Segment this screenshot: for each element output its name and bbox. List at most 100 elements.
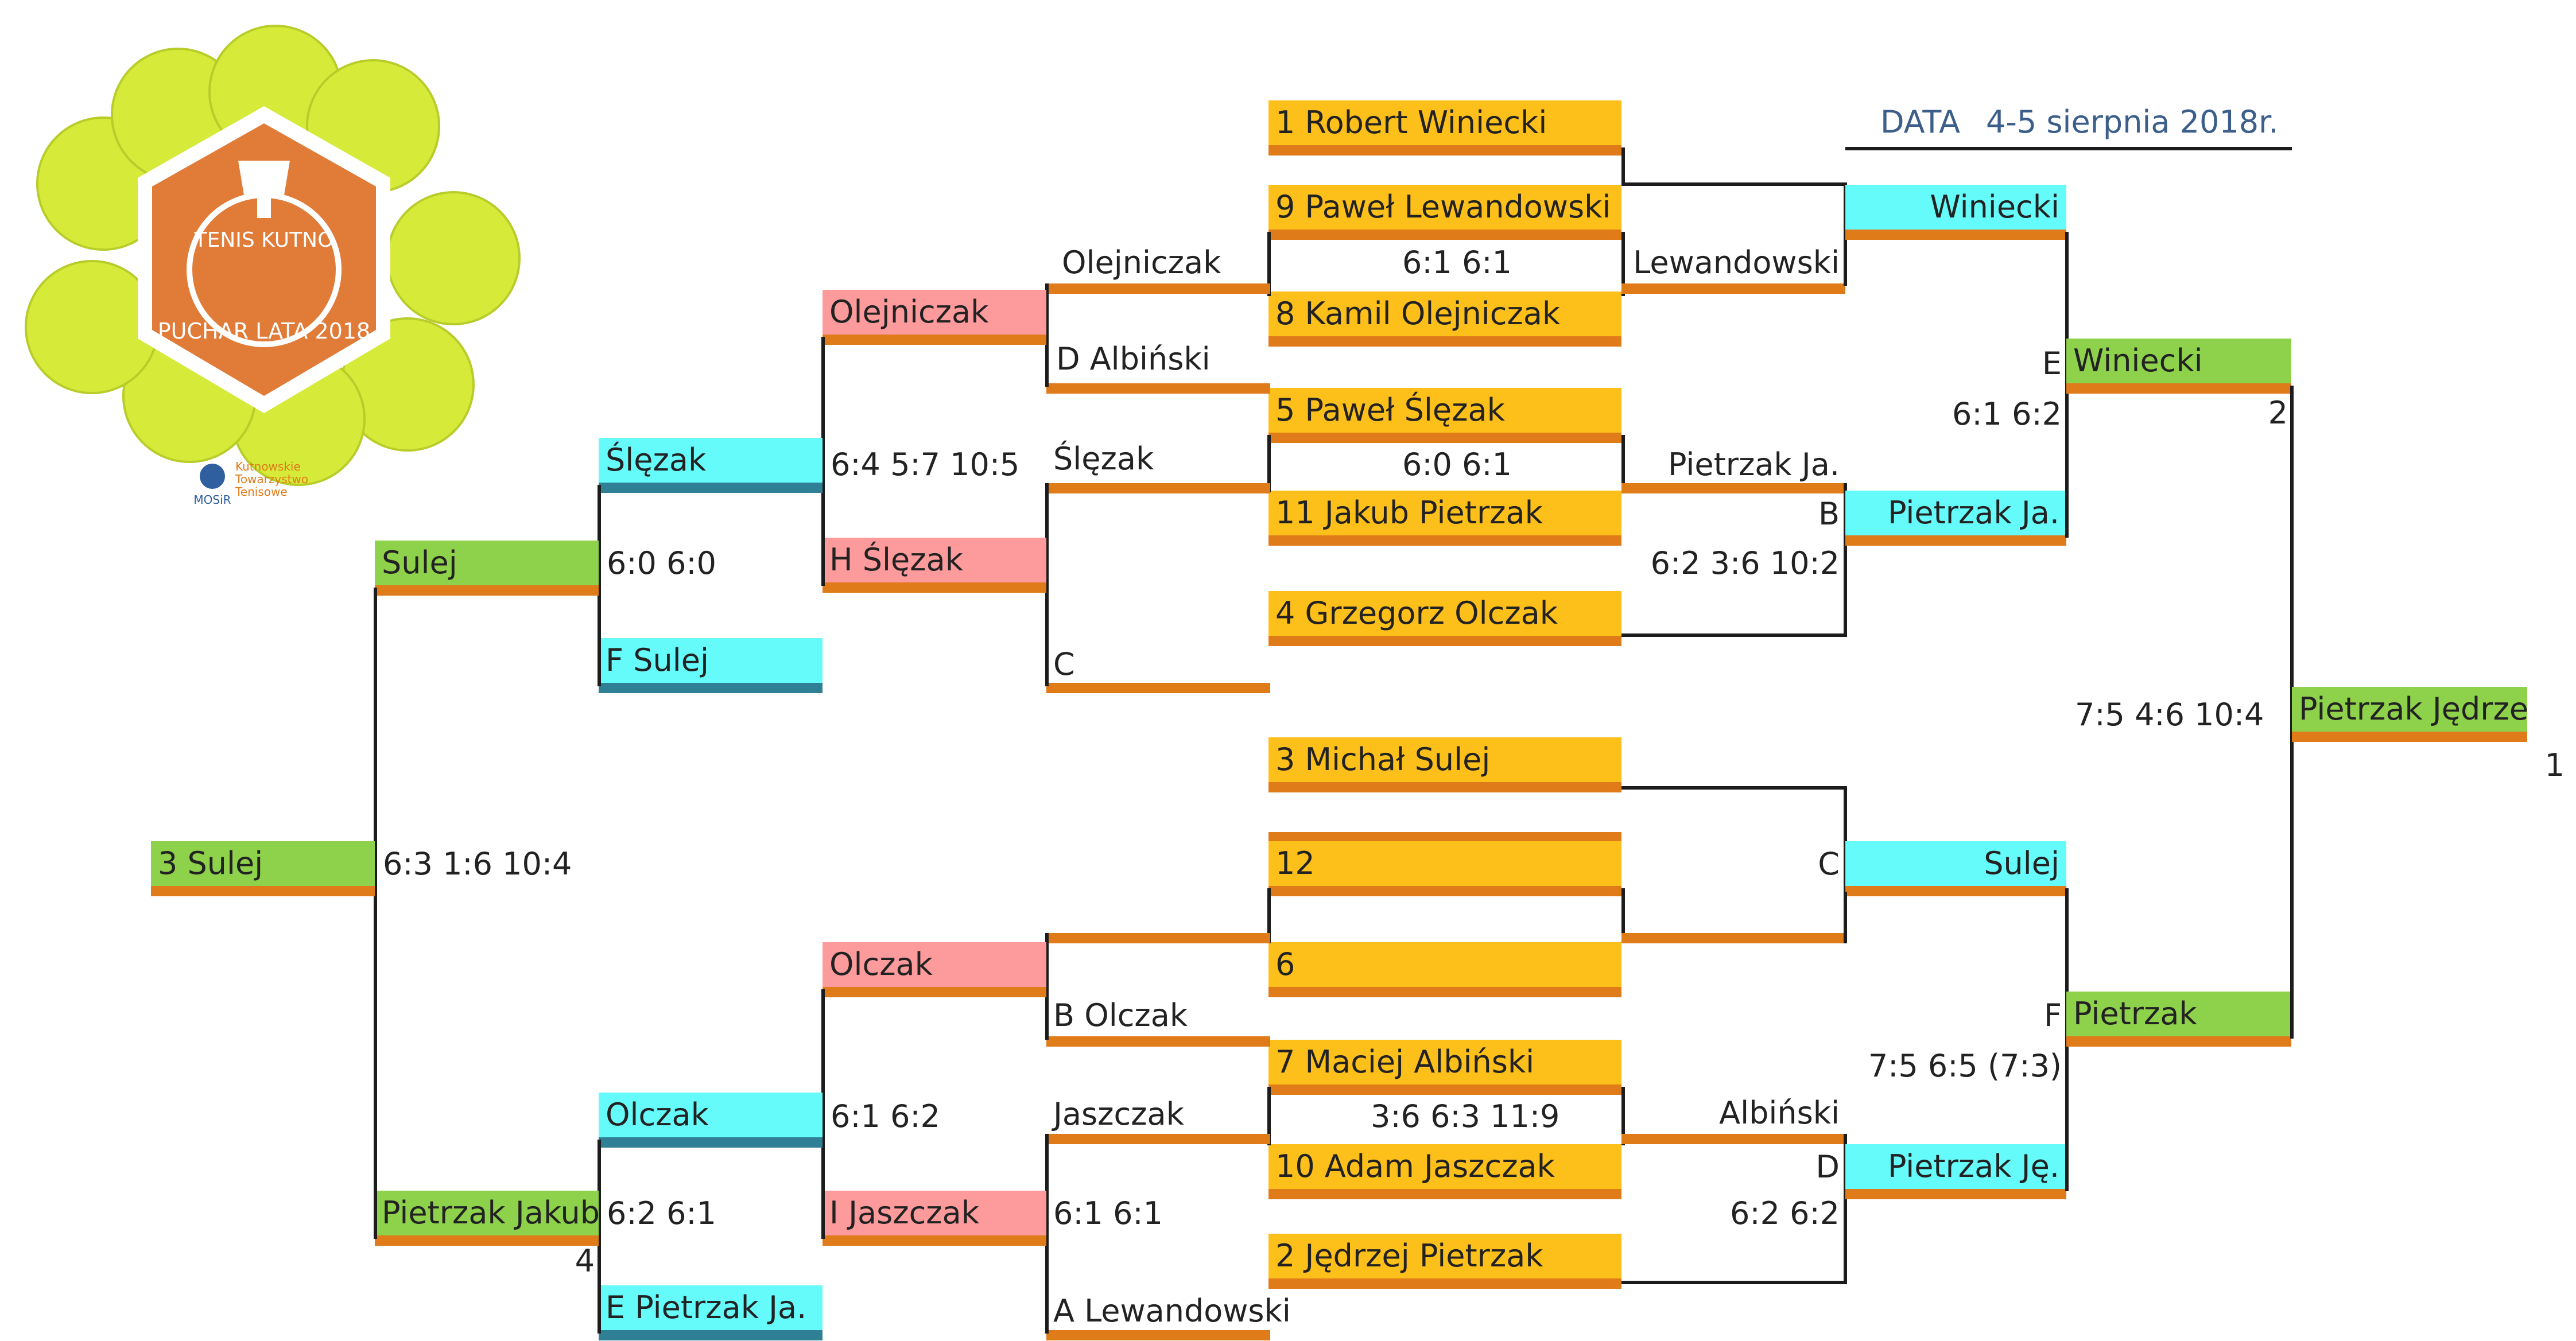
connector — [1045, 283, 1049, 387]
cons-jaszczak-line — [1046, 1134, 1270, 1144]
place-3-box: 3 Sulej — [151, 841, 375, 886]
logo-org2: Kutnowskie — [235, 460, 301, 473]
label-d: D — [1815, 1149, 1840, 1185]
logo-org1: MOSiR — [193, 493, 231, 507]
r2-pietrzak-je-box: Pietrzak Ję. — [1845, 1144, 2066, 1189]
score-b: 6:2 3:6 10:2 — [1650, 545, 1840, 581]
place-1: 1 — [2544, 747, 2565, 783]
connector — [1621, 786, 1845, 790]
connector — [1621, 1281, 1845, 1284]
cons3-f-sulej-underline — [599, 683, 823, 693]
seed-3-underline — [1268, 782, 1621, 792]
seed-6-box: 6 — [1268, 942, 1621, 987]
connector — [1621, 147, 1625, 184]
cons2-score-bot: 6:1 6:2 — [831, 1098, 940, 1134]
connector — [1844, 786, 1847, 892]
connector — [1267, 888, 1271, 943]
final-score: 7:5 4:6 10:4 — [2075, 697, 2264, 733]
seed-12-top-stripe — [1268, 832, 1621, 841]
cons4-pietrzak-jakub-underline — [375, 1235, 599, 1246]
cons3-e-pietrzak-underline — [599, 1330, 823, 1340]
score-f: 7:5 6:5 (7:3) — [1868, 1048, 2062, 1084]
seed-9-box: 9 Paweł Lewandowski — [1268, 185, 1621, 230]
cons3-score-bot: 6:2 6:1 — [607, 1195, 716, 1231]
r2-winner-lewandowski: Lewandowski — [1633, 244, 1840, 281]
r2-winiecki-underline — [1845, 230, 2066, 240]
r2-pietrzak-je-underline — [1845, 1189, 2066, 1199]
cons4-sulej-underline — [375, 585, 599, 596]
connector — [1844, 483, 1847, 637]
cons-d-albinski: D Albiński — [1056, 341, 1211, 377]
connector — [1621, 1087, 1625, 1145]
seed-6-underline — [1268, 987, 1621, 997]
cons2-olczak-box: Olczak — [823, 942, 1046, 987]
cons2-h-slezak-box: H Ślęzak — [823, 538, 1046, 582]
cons-c-line — [1046, 683, 1270, 693]
cons-a-lewandowski-line — [1046, 1330, 1270, 1340]
logo-org4: Tenisowe — [235, 485, 288, 499]
r2-winner-albinski: Albiński — [1719, 1095, 1840, 1131]
connector — [821, 337, 825, 586]
r2-sulej-underline — [1845, 886, 2066, 896]
r2-pietrzak-ja-box: Pietrzak Ja. — [1845, 491, 2066, 535]
connector — [1045, 1134, 1049, 1334]
cons3-olczak-box: Olczak — [599, 1093, 823, 1137]
connector — [1045, 933, 1049, 1040]
seed-10-underline — [1268, 1189, 1621, 1199]
cons2-score-top: 6:4 5:7 10:5 — [831, 446, 1020, 483]
place-3-underline — [151, 886, 375, 896]
seed-5-box: 5 Paweł Ślęzak — [1268, 388, 1621, 433]
seed-11-underline — [1268, 535, 1621, 546]
cons3-e-pietrzak-box: E Pietrzak Ja. — [599, 1285, 823, 1330]
date-value: 4-5 sierpnia 2018r. — [1986, 104, 2279, 140]
logo-line1: TENIS KUTNO — [194, 228, 334, 252]
r2-winner-pietrzak-ja: Pietrzak Ja. — [1667, 446, 1840, 483]
cons3-olczak-underline — [599, 1137, 823, 1148]
date-label: DATA — [1880, 104, 1961, 140]
seed-11-box: 11 Jakub Pietrzak — [1268, 491, 1621, 535]
cons-b-olczak-line — [1046, 1036, 1270, 1047]
seed-1-box: 1 Robert Winiecki — [1268, 100, 1621, 145]
seed-4-underline — [1268, 636, 1621, 646]
cons3-score-top: 6:0 6:0 — [607, 545, 716, 581]
seed-5-underline — [1268, 433, 1621, 443]
label-e: E — [2042, 345, 2062, 382]
seed-1-underline — [1268, 145, 1621, 156]
cons2-olejniczak-box: Olejniczak — [823, 290, 1046, 335]
r3-winiecki-underline — [2066, 383, 2291, 394]
cons4-sulej-box: Sulej — [375, 541, 599, 585]
cons-slezak-line — [1046, 483, 1270, 493]
seed-8-box: 8 Kamil Olejniczak — [1268, 291, 1621, 336]
score-5-11: 6:0 6:1 — [1402, 446, 1512, 483]
cons-d-albinski-line — [1046, 383, 1270, 394]
cons-b-olczak: B Olczak — [1053, 997, 1188, 1033]
cons-a-lewandowski: A Lewandowski — [1053, 1293, 1291, 1329]
cons-olczak-line — [1046, 933, 1270, 943]
r2-lewandowski-line — [1621, 283, 1845, 294]
r2-sulej-box: Sulej — [1845, 841, 2066, 886]
seed-2-box: 2 Jędrzej Pietrzak — [1268, 1234, 1621, 1278]
final-winner-box: Pietrzak Jędrzej — [2292, 687, 2527, 732]
connector — [1267, 232, 1271, 296]
seed-4-box: 4 Grzegorz Olczak — [1268, 591, 1621, 636]
seed-10-box: 10 Adam Jaszczak — [1268, 1144, 1621, 1189]
connector — [1621, 435, 1625, 492]
seed-9-underline — [1268, 230, 1621, 240]
cons3-slezak-box: Ślęzak — [599, 438, 823, 483]
cons-olejniczak-line — [1046, 283, 1270, 294]
cons-jaszczak: Jaszczak — [1053, 1096, 1184, 1132]
seed-7-box: 7 Maciej Albiński — [1268, 1040, 1621, 1085]
seed-2-underline — [1268, 1278, 1621, 1289]
connector — [1621, 633, 1845, 637]
logo-line2: PUCHAR LATA 2018 — [158, 318, 370, 344]
cons2-i-jaszczak-underline — [823, 1235, 1046, 1246]
r3-pietrzak-box: Pietrzak — [2066, 992, 2291, 1036]
connector — [598, 485, 601, 686]
label-f: F — [2043, 997, 2062, 1033]
connector — [374, 588, 377, 1239]
cons2-olczak-underline — [823, 987, 1046, 997]
cons-score-jaszczak: 6:1 6:1 — [1053, 1195, 1163, 1231]
r2-bye-line — [1621, 933, 1845, 943]
connector — [1844, 1134, 1847, 1284]
